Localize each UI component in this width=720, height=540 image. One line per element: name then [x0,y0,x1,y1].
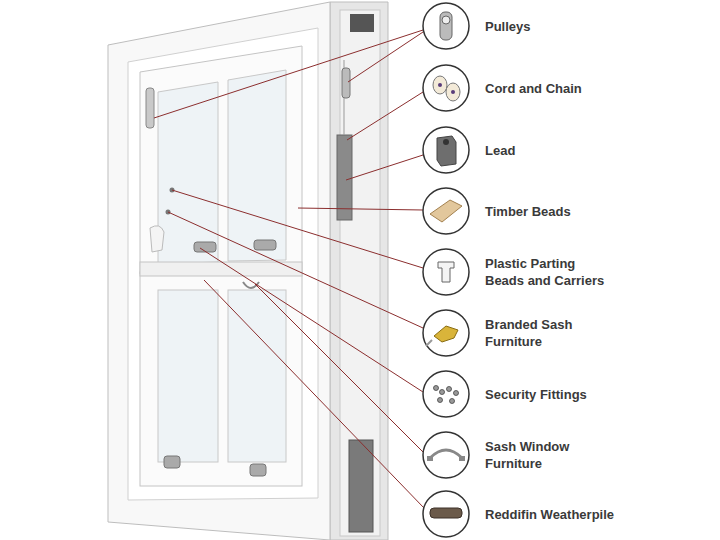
pulley [342,68,350,98]
sash-fastener [254,240,276,250]
meeting-rail [140,262,302,276]
lead-icon [443,139,449,145]
pulley-icon [442,16,450,24]
upper-sash [140,46,302,274]
glass-pane [228,290,286,462]
parting-bead-icon [438,262,454,282]
leader-line [346,155,423,180]
leader-line [298,208,423,210]
sash-weight [349,440,373,532]
frame-side [330,2,388,540]
icon-circle [423,371,469,417]
timber-bead-icon [430,200,462,222]
icon-circle [423,249,469,295]
sash-weight [337,135,352,220]
icon-circle [423,310,469,356]
lead-icon [437,136,456,166]
icon-circle [423,65,469,111]
part-label: Branded Sash Furniture [485,316,617,350]
cord-icon [446,83,460,101]
part-label: Pulleys [485,18,617,35]
part-label: Lead [485,142,617,159]
icon-circle [423,3,469,49]
screw-icon [454,391,459,396]
sash-horn [150,226,164,252]
icon-circle [423,491,469,537]
pulley-box [340,10,380,536]
sash-lift [250,464,266,476]
leader-line [348,32,423,82]
icon-circle [423,432,469,478]
cord-icon [438,83,442,87]
weatherpile-icon [430,508,462,518]
leader-line [168,212,423,328]
icon-circle [423,188,469,234]
screw-icon [440,390,445,395]
lower-sash [140,272,302,486]
sash-handle-icon [430,450,462,458]
glass-pane [158,82,218,264]
screw-icon [434,386,439,391]
leader-line [255,284,423,452]
sash-lift [164,456,180,468]
sash-fastener [194,242,216,252]
pulley-icon [440,12,452,40]
sash-handle-icon [459,456,465,461]
frame-reveal [128,28,318,500]
pulley [146,88,154,128]
cord-icon [433,76,447,94]
part-label: Security Fittings [485,386,617,403]
icon-circle [423,127,469,173]
sash-handle-icon [427,456,433,461]
part-label: Cord and Chain [485,80,617,97]
frame-head [350,14,374,32]
part-label: Reddifin Weatherpile [485,506,617,523]
leader-line [172,190,423,268]
part-label: Plastic Parting Beads and Carriers [485,255,617,289]
screw-icon [447,387,452,392]
part-label: Sash Window Furniture [485,438,617,472]
key-icon [426,340,432,346]
cord-icon [451,90,455,94]
sash-fastener-icon [434,326,458,342]
leader-line [200,248,423,392]
leader-line [154,30,423,118]
glass-pane [158,290,218,462]
screw-icon [450,399,455,404]
leader-line [204,280,424,508]
glass-pane [228,70,286,261]
part-label: Timber Beads [485,203,617,220]
leader-line [347,92,423,140]
screw-icon [438,398,443,403]
